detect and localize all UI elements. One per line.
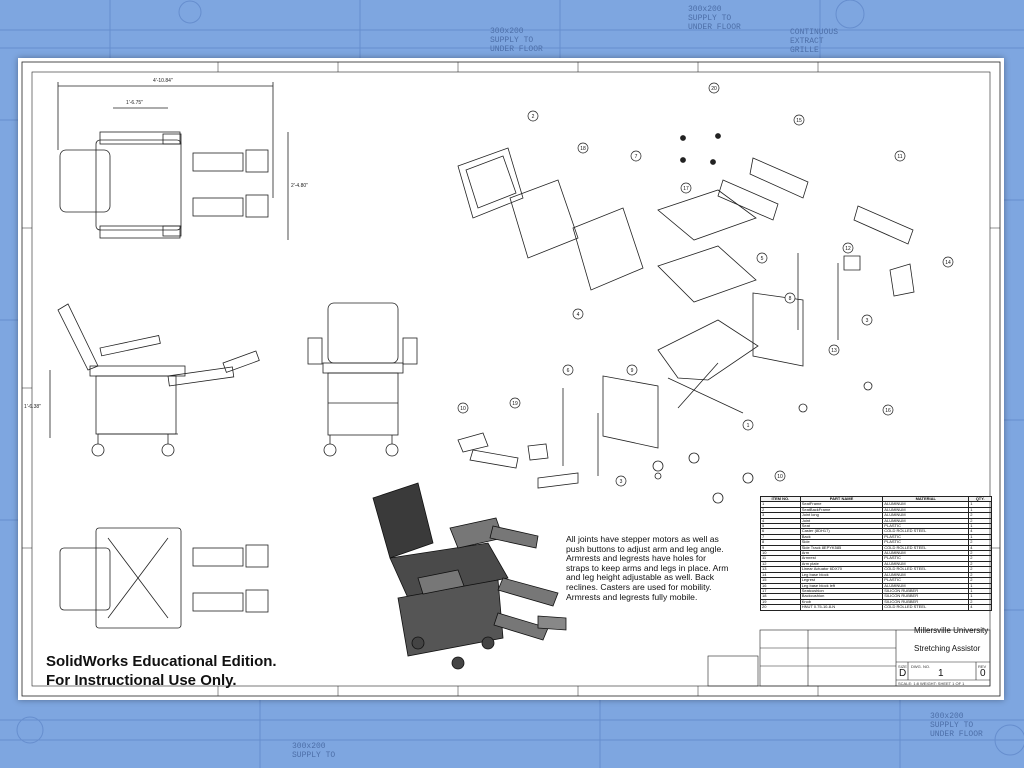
balloon-number: 2 (532, 114, 535, 120)
balloon-number: 6 (567, 368, 570, 374)
title-block-frame (707, 629, 991, 687)
balloon-number: 9 (631, 368, 634, 374)
balloon-number: 10 (777, 474, 783, 480)
dimension-overall-width: 4'-10.84" (153, 78, 173, 84)
balloon-circle (793, 114, 805, 126)
watermark-line2: For Instructional Use Only. (46, 672, 237, 689)
balloon-number: 15 (796, 118, 802, 124)
blueprint-note: 300x200 SUPPLY TO (292, 742, 336, 760)
bom-cell: HNUT 0.75-10-8-N (799, 604, 884, 611)
dimension-overall-height: 2'-4.80" (291, 183, 308, 189)
balloon-number: 8 (789, 296, 792, 302)
balloon-number: 16 (885, 408, 891, 414)
dimension-inner-width: 1'-6.75" (126, 100, 143, 106)
sheet-size: D (899, 668, 907, 679)
balloon-circle (842, 242, 854, 254)
balloon-number: 19 (512, 401, 518, 407)
bom-header-cell: MATERIAL (882, 495, 970, 503)
balloon-number: 13 (831, 348, 837, 354)
part-balloons: 20 15 2 18 7 17 11 5 12 14 4 8 9 3 13 1 16 10 19 6 10 3 (457, 82, 954, 487)
bom-cell: 4 (968, 604, 992, 611)
balloon-number: 1 (747, 423, 750, 429)
bom-cell: COLD ROLLED STEEL (882, 566, 970, 573)
side-view (49, 303, 260, 457)
balloon-circle (630, 150, 642, 162)
bom-cell: COLD ROLLED STEEL (882, 604, 970, 611)
balloon-number: 11 (897, 154, 902, 160)
blueprint-note: 300x200 SUPPLY TO UNDER FLOOR (490, 27, 543, 54)
bottom-view (59, 527, 269, 629)
balloon-circle (577, 142, 589, 154)
blueprint-note: 300x200 SUPPLY TO UNDER FLOOR (930, 712, 983, 739)
top-view (57, 82, 289, 240)
bom-cell: 20 (760, 604, 801, 611)
balloon-circle (756, 252, 768, 264)
bom-cell: COLD ROLLED STEEL (882, 544, 970, 552)
balloon-number: 17 (683, 186, 689, 192)
balloon-number: 20 (711, 86, 717, 92)
balloon-circle (942, 256, 954, 268)
balloon-circle (527, 110, 539, 122)
watermark-line1: SolidWorks Educational Edition. (46, 653, 277, 670)
balloon-circle (861, 314, 873, 326)
balloon-number: 10 (460, 406, 466, 412)
balloon-circle (894, 150, 906, 162)
blueprint-note: 300x200 SUPPLY TO UNDER FLOOR (688, 5, 741, 32)
balloon-circle (784, 292, 796, 304)
blueprint-note: CONTINUOUS EXTRACT GRILLE (790, 28, 839, 55)
balloon-circle (562, 364, 574, 376)
university-name: Millersville University (914, 626, 989, 635)
balloon-number: 7 (635, 154, 638, 160)
balloon-circle (708, 82, 720, 94)
balloon-number: 4 (577, 312, 580, 318)
size-label: SIZE (898, 664, 907, 669)
balloon-circle (774, 470, 786, 482)
dwg-no-label: DWG. NO. (911, 664, 931, 669)
balloon-number: 18 (580, 146, 586, 152)
balloon-circle (742, 419, 754, 431)
balloon-circle (615, 475, 627, 487)
balloon-circle (509, 397, 521, 409)
drawing-title: Stretching Assistor (914, 644, 981, 653)
exploded-view (457, 133, 915, 504)
isometric-assembly (372, 482, 567, 670)
dimension-side-height: 1'-6.38" (24, 404, 41, 410)
bom-cell: COLD ROLLED STEEL (882, 528, 970, 535)
drawing-number: 1 (938, 668, 944, 679)
balloon-circle (572, 308, 584, 320)
bom-header-cell: QTY. (968, 495, 992, 503)
scale-line: SCALE: 1:8 WEIGHT: SHEET 1 OF 1 (898, 681, 965, 686)
front-view (307, 302, 418, 457)
rev-label: REV (978, 664, 987, 669)
solidworks-watermark: SolidWorks Educational Edition. For Inst… (46, 652, 277, 690)
balloon-number: 5 (761, 256, 764, 262)
design-note: All joints have stepper motors as well a… (566, 534, 729, 602)
revision: 0 (980, 668, 986, 679)
balloon-number: 12 (845, 246, 851, 252)
balloon-number: 14 (945, 260, 951, 266)
balloon-circle (828, 344, 840, 356)
balloon-number: 3 (866, 318, 869, 324)
balloon-number: 3 (620, 479, 623, 485)
balloon-circle (680, 182, 692, 194)
balloon-circle (626, 364, 638, 376)
balloon-circle (882, 404, 894, 416)
balloon-circle (457, 402, 469, 414)
